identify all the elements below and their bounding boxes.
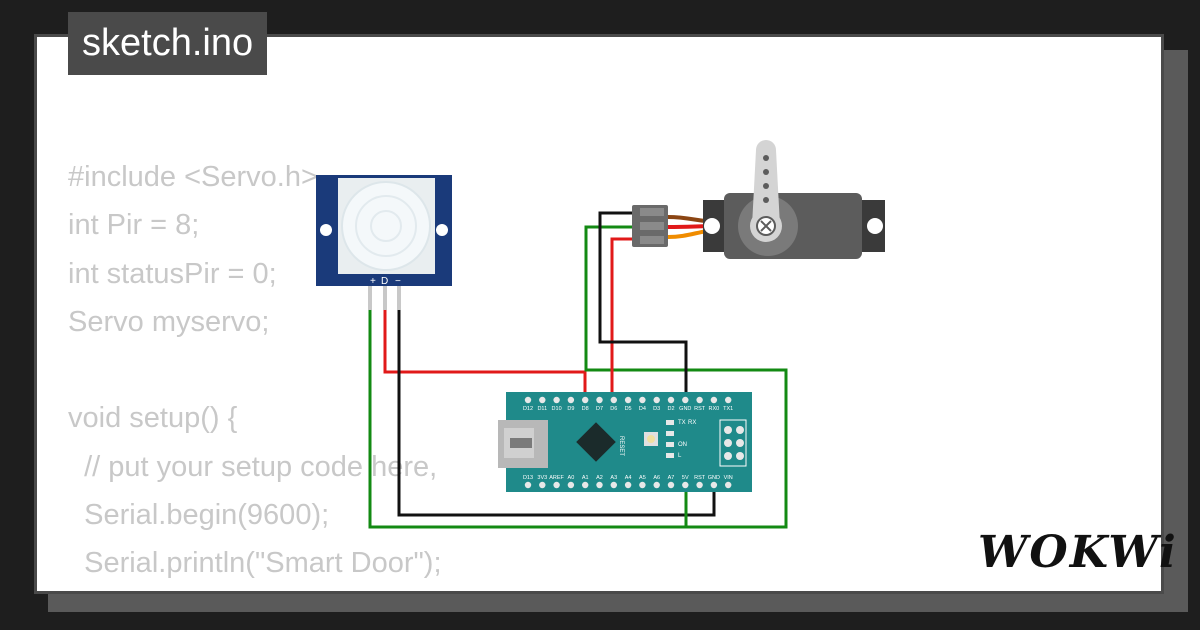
pin-label-rst: RST [694, 406, 706, 412]
pin-pad-gnd[interactable] [710, 481, 718, 489]
wire-pir-data[interactable] [383, 310, 587, 400]
pin-pad-d5[interactable] [624, 396, 632, 404]
pin-pad-aref[interactable] [553, 481, 560, 489]
pir-pin-gnd: − [395, 276, 401, 287]
pin-pad-gnd[interactable] [682, 396, 689, 404]
pin-pad-d6[interactable] [610, 396, 617, 404]
led-on-label: ON [678, 442, 687, 448]
pin-label-d3: D3 [653, 406, 660, 412]
pin-label-gnd: GND [679, 406, 691, 412]
pin-pad-5v[interactable] [682, 481, 689, 489]
pin-pad-d9[interactable] [567, 396, 575, 404]
pin-pad-rst[interactable] [696, 481, 703, 489]
led-l-label: L [678, 453, 682, 459]
pin-label-a4: A4 [625, 475, 632, 481]
pin-pad-d10[interactable] [553, 396, 560, 404]
pin-label-a0: A0 [568, 475, 575, 481]
reset-label: RESET [618, 436, 624, 456]
code-line: int Pir = 8; [68, 209, 200, 242]
pin-pad-a3[interactable] [610, 481, 617, 489]
led-tx-label: TX [678, 420, 686, 426]
code-line: Servo myservo; [68, 305, 270, 338]
pin-pad-d8[interactable] [582, 396, 589, 404]
pin-pad-d4[interactable] [639, 396, 646, 404]
pin-label-d12: D12 [523, 406, 533, 412]
code-line: Serial.begin(9600); [68, 499, 330, 532]
pin-label-a2: A2 [596, 475, 603, 481]
pin-label-d5: D5 [625, 406, 632, 412]
pin-label-d10: D10 [552, 406, 562, 412]
pin-label-tx1: TX1 [723, 406, 733, 412]
pin-pad-a0[interactable] [567, 481, 575, 489]
wire-servo-gnd[interactable] [598, 211, 688, 400]
pin-pad-d13[interactable] [524, 481, 532, 489]
wire-servo-vcc[interactable] [584, 225, 788, 529]
code-line: int statusPir = 0; [68, 257, 277, 290]
servo-motor[interactable] [632, 140, 885, 259]
pir-sensor[interactable]: + D − [316, 175, 452, 310]
pin-pad-a7[interactable] [667, 481, 675, 489]
pin-label-d4: D4 [639, 406, 646, 412]
pir-pin-vcc: + [370, 276, 376, 287]
pin-label-d2: D2 [667, 406, 674, 412]
pin-label-d13: D13 [523, 475, 533, 481]
pin-pad-d7[interactable] [596, 396, 603, 404]
pin-label-a1: A1 [582, 475, 589, 481]
code-editor: #include <Servo.h> int Pir = 8; int status… [68, 153, 442, 591]
pin-pad-d3[interactable] [653, 396, 660, 404]
pin-pad-tx1[interactable] [725, 396, 732, 404]
pin-pad-d12[interactable] [524, 396, 532, 404]
pin-label-rx0: RX0 [709, 406, 720, 412]
wokwi-logo: WOKWi [978, 527, 1178, 578]
pin-pad-vin[interactable] [725, 481, 732, 489]
pin-pad-rx0[interactable] [710, 396, 718, 404]
pin-label-rst: RST [694, 475, 706, 481]
file-tab[interactable]: sketch.ino [68, 12, 268, 75]
pin-label-aref: AREF [549, 475, 564, 481]
pin-label-d9: D9 [567, 406, 574, 412]
pin-label-d6: D6 [610, 406, 617, 412]
led-rx-label: RX [688, 420, 696, 426]
pin-pad-3v3[interactable] [539, 481, 546, 489]
pin-label-3v3: 3V3 [537, 475, 547, 481]
pin-label-d7: D7 [596, 406, 603, 412]
wires [368, 211, 788, 529]
pir-pin-d: D [381, 276, 388, 287]
pin-pad-d11[interactable] [539, 396, 546, 404]
pin-label-d11: D11 [537, 406, 547, 412]
pin-label-5v: 5V [682, 475, 689, 481]
pin-label-gnd: GND [708, 475, 720, 481]
code-line: Serial.println("Smart Door"); [68, 547, 442, 580]
code-line: void setup() { [68, 402, 238, 435]
pin-label-d8: D8 [582, 406, 589, 412]
pin-label-a5: A5 [639, 475, 646, 481]
pin-label-a6: A6 [653, 475, 660, 481]
pin-pad-d2[interactable] [667, 396, 675, 404]
pin-pad-rst[interactable] [696, 396, 703, 404]
pin-label-vin: VIN [724, 475, 733, 481]
pin-pad-a4[interactable] [624, 481, 632, 489]
pin-pad-a1[interactable] [582, 481, 589, 489]
pin-pad-a5[interactable] [639, 481, 646, 489]
pin-label-a7: A7 [668, 475, 675, 481]
wire-pir-gnd[interactable] [397, 310, 716, 517]
code-line: // put your setup code here, [68, 450, 438, 483]
pin-pad-a2[interactable] [596, 481, 603, 489]
pin-pad-a6[interactable] [653, 481, 660, 489]
pin-label-a3: A3 [610, 475, 617, 481]
wire-servo-signal[interactable] [610, 237, 636, 400]
code-line: #include <Servo.h> [68, 161, 318, 193]
